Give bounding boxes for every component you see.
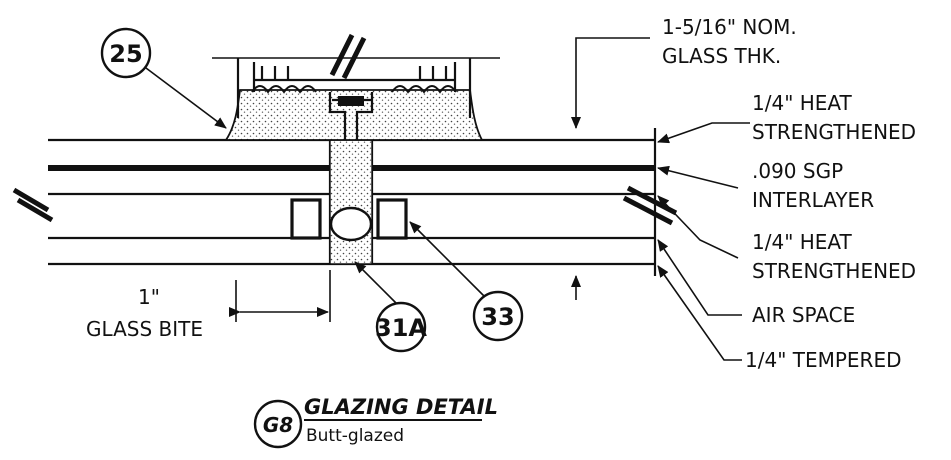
tempered-label: 1/4" TEMPERED bbox=[745, 348, 901, 372]
bubble-25: 25 bbox=[100, 27, 227, 129]
detail-title-block: G8 GLAZING DETAIL Butt-glazed bbox=[253, 395, 498, 449]
detail-title: GLAZING DETAIL bbox=[304, 395, 498, 419]
thickness-dimension: 1-5/16" NOM. GLASS THK. bbox=[571, 15, 797, 300]
leader-interlayer bbox=[657, 165, 739, 189]
spacer-left bbox=[290, 198, 322, 240]
layer2-label-a: 1/4" HEAT bbox=[752, 230, 853, 254]
leader-layer1 bbox=[657, 122, 750, 144]
thickness-label-line1: 1-5/16" NOM. bbox=[662, 15, 797, 39]
mullion-extrusion bbox=[212, 57, 500, 141]
silicone-sealant-joint bbox=[329, 139, 373, 265]
bubble-31a-text: 31A bbox=[375, 314, 427, 342]
layer2-label-b: STRENGTHENED bbox=[752, 259, 916, 283]
leader-air-space bbox=[657, 239, 742, 316]
detail-tag-circle bbox=[253, 399, 303, 449]
bite-value: 1" bbox=[138, 285, 160, 309]
detail-tag-text: G8 bbox=[263, 413, 293, 437]
interlayer-label-a: .090 SGP bbox=[752, 159, 843, 183]
bubble-25-circle bbox=[100, 27, 152, 79]
spacer-right bbox=[376, 198, 408, 240]
leader-layer2 bbox=[657, 195, 739, 259]
bubble-31a-circle bbox=[375, 301, 427, 353]
bubble-33-circle bbox=[472, 290, 524, 342]
bubble-31a-leader bbox=[354, 261, 397, 304]
interlayer-label-b: INTERLAYER bbox=[752, 188, 874, 212]
bubble-33: 33 bbox=[409, 221, 524, 342]
backer-rod bbox=[329, 206, 373, 242]
thickness-leader-top bbox=[571, 37, 650, 129]
bubble-25-leader bbox=[145, 67, 227, 129]
thickness-label-line2: GLASS THK. bbox=[662, 44, 781, 68]
mullion-gasket-row bbox=[251, 85, 457, 94]
air-space-label: AIR SPACE bbox=[752, 303, 855, 327]
layer1-label-a: 1/4" HEAT bbox=[752, 91, 853, 115]
layer1-label-b: STRENGTHENED bbox=[752, 120, 916, 144]
break-mark-left bbox=[12, 187, 54, 223]
layer-callouts: 1/4" HEAT STRENGTHENED .090 SGP INTERLAY… bbox=[657, 91, 916, 372]
break-mark-right bbox=[622, 185, 678, 226]
bite-label: GLASS BITE bbox=[86, 317, 203, 341]
bubble-33-leader bbox=[409, 221, 485, 297]
bubble-31a: 31A bbox=[354, 261, 427, 353]
bubble-33-text: 33 bbox=[481, 303, 514, 331]
leader-tempered bbox=[657, 265, 742, 361]
detail-subtitle: Butt-glazed bbox=[306, 426, 404, 446]
bubble-25-text: 25 bbox=[109, 40, 142, 68]
mullion-clip bbox=[338, 96, 364, 106]
break-mark-top bbox=[329, 33, 367, 80]
glass-bite-dimension: 1" GLASS BITE bbox=[86, 270, 331, 341]
mullion-inner-profile bbox=[252, 62, 457, 92]
